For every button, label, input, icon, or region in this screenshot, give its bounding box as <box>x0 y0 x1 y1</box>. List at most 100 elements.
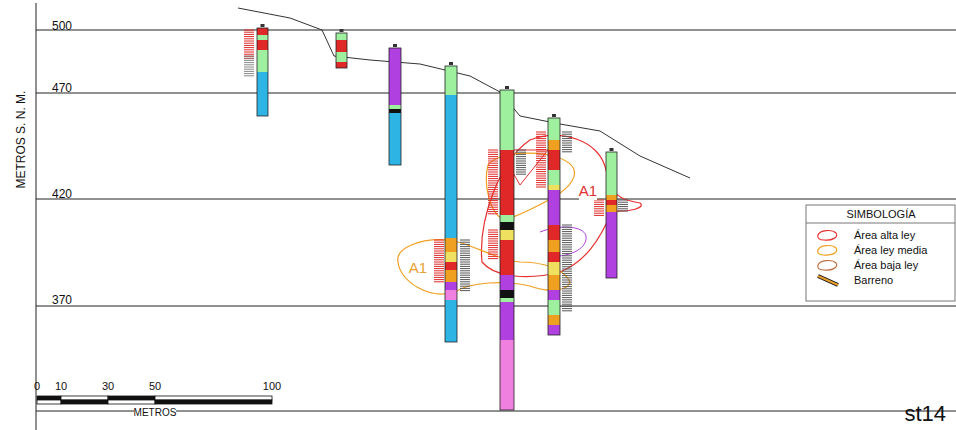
lithology-interval <box>389 113 401 165</box>
low-grade-area <box>540 227 586 256</box>
scale-value: 10 <box>55 380 67 392</box>
drill-hole <box>389 44 401 165</box>
lithology-interval <box>548 315 560 325</box>
collar-mark <box>393 44 397 47</box>
hole-outline <box>500 90 514 410</box>
area-label: A1 <box>579 183 597 200</box>
collar-mark <box>610 148 614 151</box>
lithology-interval <box>606 152 617 195</box>
lithology-interval <box>389 48 401 105</box>
lithology-interval <box>445 290 457 300</box>
axis-title: METROS S. N. M. <box>15 91 28 189</box>
lithology-interval <box>548 170 560 185</box>
hole-outline <box>389 48 401 165</box>
legend-sample <box>816 259 842 272</box>
lithology-interval <box>445 262 457 270</box>
drill-hole <box>500 86 514 410</box>
lithology-interval <box>445 252 457 262</box>
lithology-interval <box>500 340 514 410</box>
lithology-interval <box>257 35 268 40</box>
lithology-interval <box>500 215 514 222</box>
legend-sample <box>816 274 842 287</box>
lithology-interval <box>548 252 560 262</box>
scale-value: 100 <box>263 380 281 392</box>
scale-bar <box>37 396 272 404</box>
collar-mark <box>505 86 509 89</box>
lithology-interval <box>389 109 401 113</box>
legend-heading: SIMBOLOGÍA <box>846 208 915 220</box>
drill-hole <box>336 29 347 68</box>
lithology-interval <box>500 302 514 340</box>
collar-mark <box>552 114 556 117</box>
lithology-interval <box>548 240 560 252</box>
lithology-interval <box>257 28 268 35</box>
lithology-interval <box>606 212 617 278</box>
lithology-interval <box>445 282 457 290</box>
lithology-interval <box>548 118 560 140</box>
collar-mark <box>340 29 344 32</box>
lithology-interval <box>548 150 560 170</box>
lithology-interval <box>336 62 347 68</box>
lithology-interval <box>445 300 457 342</box>
legend-box <box>806 205 955 301</box>
lithology-interval <box>445 238 457 252</box>
lithology-interval <box>257 40 268 50</box>
lithology-interval <box>500 222 514 230</box>
lithology-interval <box>336 33 347 40</box>
drill-hole <box>257 24 268 116</box>
topography-line <box>238 8 690 178</box>
hole-outline <box>606 152 617 278</box>
axis-value: 370 <box>52 294 72 307</box>
scale-value: 50 <box>149 380 161 392</box>
lithology-interval <box>257 72 268 116</box>
hole-outline <box>257 28 268 116</box>
legend-text: Barreno <box>854 274 893 286</box>
drill-hole <box>548 114 560 335</box>
lithology-interval <box>500 240 514 275</box>
lithology-interval <box>500 275 514 290</box>
lithology-interval <box>500 298 514 302</box>
lithology-interval <box>548 290 560 300</box>
medium-grade-area <box>398 240 570 294</box>
legend-text: Área alta ley <box>854 229 915 241</box>
legend-text: Área ley media <box>854 244 927 256</box>
lithology-interval <box>548 185 560 190</box>
lithology-interval <box>445 66 457 95</box>
sheet-id: st14 <box>904 402 946 426</box>
drill-hole <box>606 148 617 278</box>
grid-lines <box>36 3 956 430</box>
lithology-interval <box>548 225 560 240</box>
lithology-interval <box>445 270 457 282</box>
legend-sample <box>816 244 842 257</box>
lithology-interval <box>500 230 514 240</box>
axis-value: 500 <box>52 20 72 33</box>
drill-hole <box>445 62 457 342</box>
scale-unit: METROS <box>134 407 177 418</box>
lithology-interval <box>548 190 560 225</box>
hole-outline <box>336 33 347 68</box>
lithology-interval <box>548 300 560 315</box>
lithology-interval <box>606 205 617 212</box>
lithology-interval <box>548 275 560 290</box>
legend-sample <box>816 229 842 242</box>
lithology-interval <box>389 105 401 109</box>
scale-value: 0 <box>34 380 40 392</box>
legend-text: Área baja ley <box>854 259 918 271</box>
lithology-interval <box>500 150 514 215</box>
lithology-interval <box>500 290 514 298</box>
lithology-interval <box>445 95 457 238</box>
scale-value: 30 <box>102 380 114 392</box>
lithology-interval <box>500 90 514 150</box>
hole-outline <box>445 66 457 342</box>
axis-value: 420 <box>52 188 72 201</box>
area-label: A1 <box>409 260 427 277</box>
lithology-interval <box>606 200 617 205</box>
lithology-interval <box>548 325 560 335</box>
lithology-interval <box>548 262 560 275</box>
hole-outline <box>548 118 560 335</box>
lithology-interval <box>548 140 560 150</box>
assay-marks <box>244 30 628 311</box>
drill-holes <box>257 24 617 410</box>
lithology-interval <box>606 195 617 200</box>
